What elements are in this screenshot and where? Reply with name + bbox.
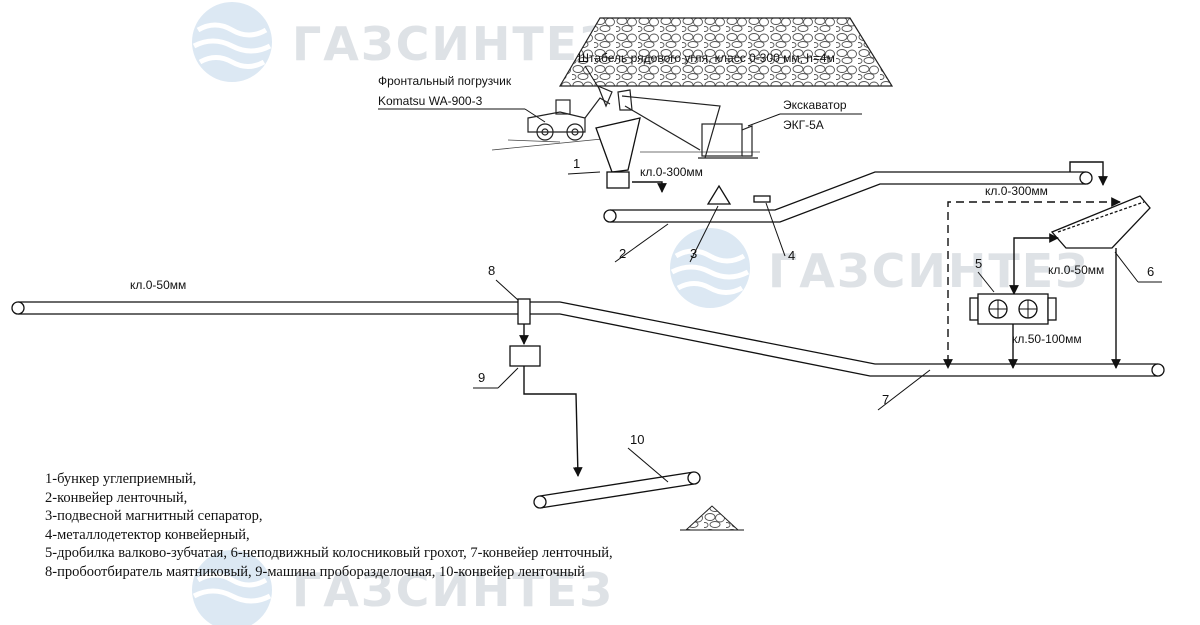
legend-item: 1-бункер углеприемный, xyxy=(45,471,197,487)
excavator-label-line2: ЭКГ-5А xyxy=(783,118,824,132)
excavator-icon xyxy=(617,89,758,159)
item-number-8: 8 xyxy=(488,263,495,278)
watermark-text: ГАЗСИНТЕЗ xyxy=(292,17,614,71)
roll-crusher xyxy=(969,293,1057,325)
hopper-output-size-label: кл.0-300мм xyxy=(640,165,703,179)
loader-label-line2: Komatsu WA-900-3 xyxy=(378,94,483,108)
conveyor-10 xyxy=(533,471,701,509)
legend-item: 3-подвесной магнитный сепаратор, xyxy=(45,508,263,525)
legend-item: 8-пробоотбиратель маятниковый, 9-машина … xyxy=(45,563,585,580)
item-number-6: 6 xyxy=(1147,264,1154,279)
legend-item: 4-металлодетектор конвейерный, xyxy=(45,526,250,543)
oversize-path xyxy=(943,197,1121,369)
item-number-10: 10 xyxy=(630,432,644,447)
item-number-9: 9 xyxy=(478,370,485,385)
legend: 1-бункер углеприемный, 2-конвейер ленточ… xyxy=(45,470,613,582)
front-loader-icon xyxy=(527,84,613,141)
legend-item: 5-дробилка валково-зубчатая, 6-неподвижн… xyxy=(45,545,613,562)
conveyor-2 xyxy=(603,171,1093,223)
screen-undersize-label: кл.0-50мм xyxy=(1048,263,1104,277)
watermark-bottom: ГАЗСИНТЕЗ xyxy=(192,550,614,625)
product-size-label: кл.0-50мм xyxy=(130,278,186,292)
item-number-2: 2 xyxy=(619,246,626,261)
watermark-text: ГАЗСИНТЕЗ xyxy=(292,563,614,617)
loader-label-line1: Фронтальный погрузчик xyxy=(378,74,512,88)
metal-detector-icon xyxy=(753,195,771,203)
receiving-hopper xyxy=(595,117,641,189)
coal-stockpile xyxy=(558,17,894,87)
screen-input-size-label: кл.0-300мм xyxy=(985,184,1048,198)
sample-preparation-machine-icon xyxy=(509,345,541,367)
crusher-output-size-label: кл.50-100мм xyxy=(1012,332,1082,346)
item-number-5: 5 xyxy=(975,256,982,271)
sample-pile xyxy=(684,505,740,531)
legend-item: 2-конвейер ленточный, xyxy=(45,489,188,506)
stockpile-label: Штабель рядового угля, класс 0-300 мм, h… xyxy=(578,51,835,65)
ground-lines xyxy=(491,137,760,153)
magnetic-separator-icon xyxy=(706,184,732,205)
item-number-4: 4 xyxy=(788,248,795,263)
pendulum-sampler-icon xyxy=(517,298,531,325)
item-number-1: 1 xyxy=(573,156,580,171)
item-number-3: 3 xyxy=(690,246,697,261)
watermark-text: ГАЗСИНТЕЗ xyxy=(768,244,1090,298)
conveyor-7 xyxy=(11,301,1165,377)
item-number-7: 7 xyxy=(882,392,889,407)
excavator-label-line1: Экскаватор xyxy=(783,98,847,112)
watermark-top: ГАЗСИНТЕЗ xyxy=(192,2,614,82)
bar-screen xyxy=(1050,195,1151,249)
